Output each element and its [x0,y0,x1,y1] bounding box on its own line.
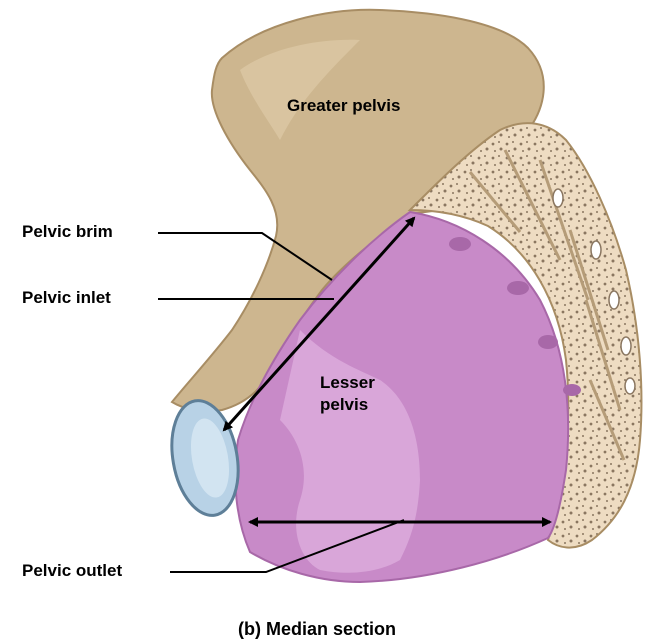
figure-caption: (b) Median section [238,619,396,639]
lesser-pelvis-label: Lesser pelvis [320,372,375,416]
pelvic-inlet-label: Pelvic inlet [22,288,111,308]
greater-pelvis-label: Greater pelvis [287,96,400,116]
pelvic-brim-label: Pelvic brim [22,222,113,242]
pelvic-outlet-label: Pelvic outlet [22,561,122,581]
